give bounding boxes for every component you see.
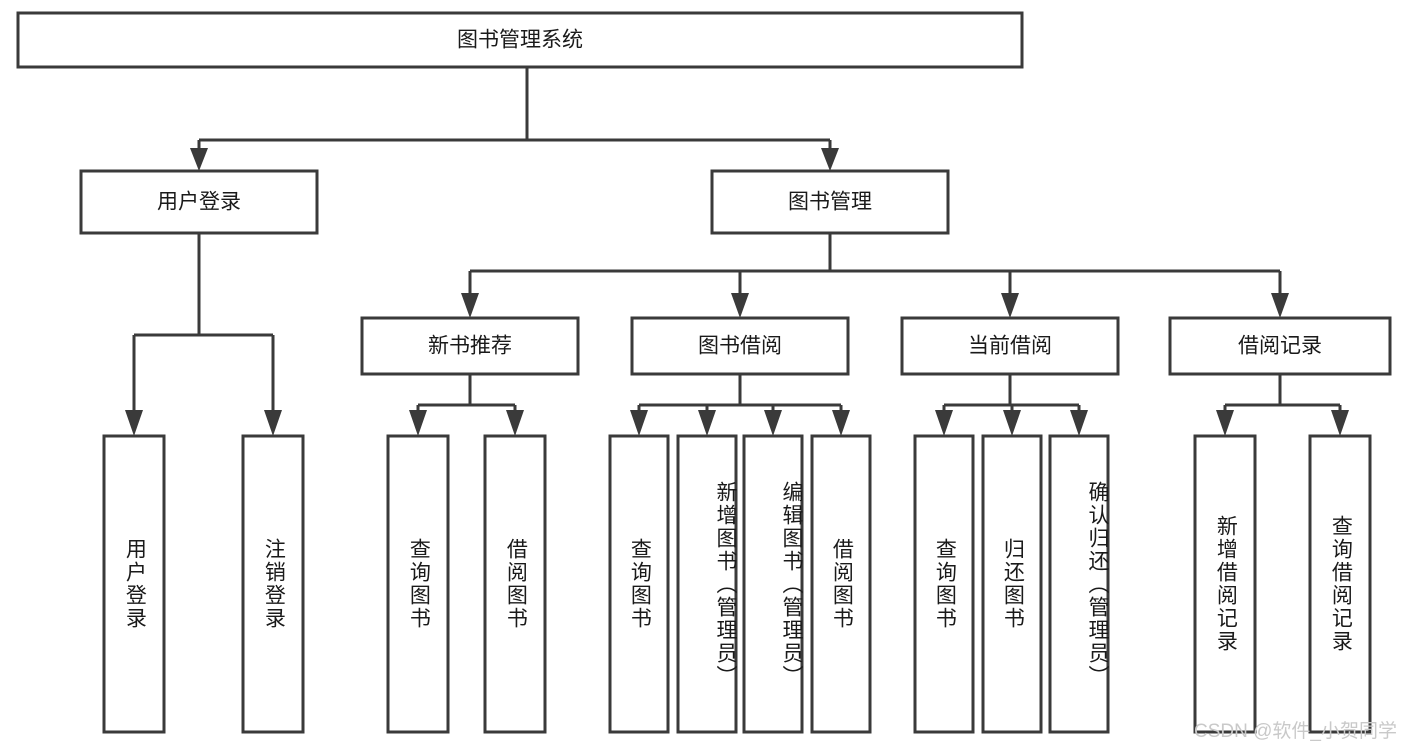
arrowhead-current-return-book bbox=[1003, 410, 1021, 436]
node-box-recommend-borrow-book[interactable] bbox=[483, 434, 547, 734]
node-box-current-return-book[interactable] bbox=[981, 434, 1043, 734]
arrowhead-user-logout-leaf bbox=[264, 410, 282, 436]
arrowhead-borrow-query-book bbox=[630, 410, 648, 436]
node-label-borrow-record: 借阅记录 bbox=[1238, 335, 1322, 358]
arrowhead-borrow-record bbox=[1271, 293, 1289, 318]
node-box-borrow-query-book[interactable] bbox=[608, 434, 670, 734]
node-box-record-add[interactable] bbox=[1193, 434, 1257, 734]
node-label-current-borrow: 当前借阅 bbox=[968, 335, 1052, 358]
node-box-borrow-borrow-book[interactable] bbox=[810, 434, 872, 734]
arrowhead-record-add bbox=[1216, 410, 1234, 436]
arrowhead-borrow-edit-book bbox=[764, 410, 782, 436]
node-box-root[interactable] bbox=[16, 11, 1024, 69]
node-box-borrow-record[interactable] bbox=[1168, 316, 1392, 376]
node-label-book-management: 图书管理 bbox=[788, 191, 872, 214]
arrowhead-current-borrow bbox=[1001, 293, 1019, 318]
node-box-new-book-recommend[interactable] bbox=[360, 316, 580, 376]
node-box-borrow-edit-book[interactable] bbox=[742, 434, 804, 734]
node-box-current-query-book[interactable] bbox=[913, 434, 975, 734]
node-label-root: 图书管理系统 bbox=[457, 29, 583, 52]
node-box-current-confirm-return[interactable] bbox=[1048, 434, 1110, 734]
arrowhead-user-login bbox=[190, 148, 208, 171]
arrowhead-recommend-borrow-book bbox=[506, 410, 524, 436]
arrowhead-recommend-query-book bbox=[409, 410, 427, 436]
arrowhead-current-query-book bbox=[935, 410, 953, 436]
arrowhead-book-management bbox=[821, 148, 839, 171]
connector-group-bookborrow-to-leaves bbox=[630, 374, 850, 436]
arrowhead-user-login-leaf bbox=[125, 410, 143, 436]
node-box-user-logout-leaf[interactable] bbox=[241, 434, 305, 734]
connector-group-userlogin-to-leaves bbox=[125, 233, 282, 436]
connector-group-root-to-level1 bbox=[190, 67, 839, 171]
connector-group-borrowrecord-to-leaves bbox=[1216, 374, 1349, 436]
node-label-book-borrow: 图书借阅 bbox=[698, 335, 782, 358]
node-box-book-borrow[interactable] bbox=[630, 316, 850, 376]
arrowhead-record-query bbox=[1331, 410, 1349, 436]
arrowhead-current-confirm-return bbox=[1070, 410, 1088, 436]
arrowhead-borrow-borrow-book bbox=[832, 410, 850, 436]
node-box-user-login-leaf[interactable] bbox=[102, 434, 166, 734]
arrowhead-book-borrow bbox=[731, 293, 749, 318]
node-label-new-book-recommend: 新书推荐 bbox=[428, 335, 512, 358]
connector-group-recommend-to-leaves bbox=[409, 374, 524, 436]
csdn-watermark: CSDN @软件_小贺同学 bbox=[1194, 721, 1397, 742]
node-box-borrow-add-book[interactable] bbox=[676, 434, 738, 734]
node-box-recommend-query-book[interactable] bbox=[386, 434, 450, 734]
arrowhead-borrow-add-book bbox=[698, 410, 716, 436]
arrowhead-new-book-recommend bbox=[461, 293, 479, 318]
connector-group-currentborrow-to-leaves bbox=[935, 374, 1088, 436]
node-box-current-borrow[interactable] bbox=[900, 316, 1120, 376]
connector-group-bookmgmt-to-level2 bbox=[461, 233, 1289, 318]
node-box-book-management[interactable] bbox=[710, 169, 950, 235]
node-box-record-query[interactable] bbox=[1308, 434, 1372, 734]
node-label-user-login: 用户登录 bbox=[157, 191, 241, 214]
node-box-user-login[interactable] bbox=[79, 169, 319, 235]
